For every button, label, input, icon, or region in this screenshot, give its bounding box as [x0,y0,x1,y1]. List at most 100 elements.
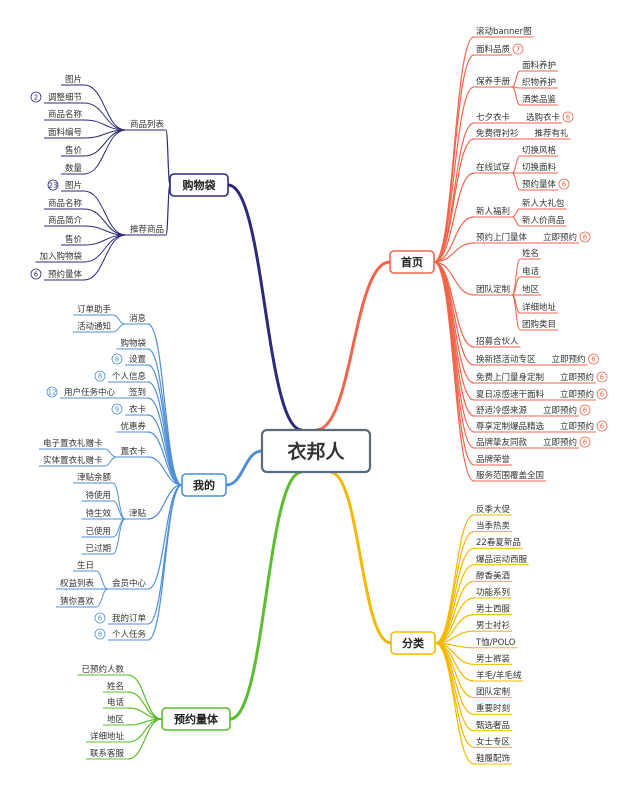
home-sub-line [511,208,521,218]
home-sub-line [511,216,521,227]
home-subitem: 电话 [522,266,540,277]
mine-node-label: 我的 [193,478,215,492]
category-item-0: 反季大促 [476,504,511,515]
badge-count: 6 [583,406,588,414]
home-item-14: 尊享定制爆品精选 [476,421,545,432]
badge-icon[interactable] [47,179,59,191]
badge-icon[interactable] [596,420,608,432]
badge-count: 6 [600,373,605,381]
booking-node[interactable] [161,707,231,731]
mine-item-1: 购物袋 [120,338,146,349]
category-node[interactable] [390,631,436,655]
home-item-15: 品牌挚友同款 [476,437,528,448]
badge-icon[interactable] [579,436,591,448]
cart-item-1: 推荐商品 [130,224,164,235]
mine-node[interactable] [181,473,227,497]
home-subitem: 立即预约 [560,372,594,383]
mine-subitem: 已过期 [85,543,111,554]
badge-icon[interactable] [562,111,574,123]
center-node[interactable] [260,428,372,474]
cart-subitem: 售价 [65,145,83,156]
home-sub-line [511,155,521,174]
mine-subitem: 实体置衣礼赠卡 [43,455,103,466]
home-subitem: 新人价商品 [522,215,565,226]
mine-subitem: 待生效 [85,508,111,519]
category-item-8: T恤/POLO [475,637,516,648]
badge-icon[interactable] [579,231,591,243]
home-item-13: 舒适冷感来源 [476,405,528,416]
badge-icon[interactable] [596,371,608,383]
category-item-line [434,531,475,644]
cart-subitem: 面料编号 [48,127,82,138]
badge-count: 8 [98,372,102,380]
home-sub-line [511,86,521,106]
badge-icon[interactable] [111,353,123,365]
badge-icon[interactable] [111,403,123,415]
home-subitem: 选购衣卡 [526,112,561,123]
booking-item-line [127,674,163,720]
badge-count: 6 [583,233,588,241]
home-item-7: 预约上门量体 [476,232,528,243]
home-subitem: 立即预约 [552,354,586,365]
cart-subitem: 加入购物袋 [39,251,82,262]
badge-icon[interactable] [596,388,608,400]
category-item-15: 鞋履配饰 [476,753,511,764]
badge-icon[interactable] [30,268,42,280]
booking-item-0: 已预约人数 [81,664,124,675]
cart-subitem: 商品名称 [48,109,83,120]
mine-item-2: 设置 [129,354,147,365]
home-item-9: 招募合伙人 [476,336,519,347]
cart-subitem: 预约量体 [48,269,83,280]
cart-branch-line [227,183,303,432]
badge-icon[interactable] [46,386,58,398]
home-subitem: 切换风格 [522,145,557,156]
mine-subitem: 权益列表 [60,578,95,589]
badge-count: 7 [516,45,520,53]
badge-icon[interactable] [30,91,42,103]
badge-icon[interactable] [94,612,106,624]
home-item-8: 团队定制 [476,284,510,295]
category-branch-line [329,470,392,645]
mine-item-5: 衣卡 [129,404,147,415]
booking-node-label: 预约量体 [174,712,219,726]
cart-sub-line [83,234,127,281]
home-subitem: 面料养护 [522,60,556,71]
cart-subitem: 售价 [65,234,83,245]
mine-sub-line [112,500,126,520]
category-item-3: 爆品运动西服 [476,554,528,565]
home-item-4: 免费得衬衫 [476,128,519,139]
mine-item-7: 置衣卡 [120,446,146,457]
mine-item-line [147,484,183,520]
home-subitem: 切换面料 [522,162,557,173]
badge-icon[interactable] [558,178,570,190]
badge-icon[interactable] [94,370,106,382]
mine-item-line [147,364,183,486]
home-subitem: 新人大礼包 [522,198,565,209]
home-subitem: 团购类目 [522,319,556,330]
mine-subitem: 猜你喜欢 [60,596,95,607]
mine-item-line [147,431,183,486]
connector-lines [35,36,597,765]
home-item-0: 滚动banner图 [476,26,532,37]
badge-count: 6 [566,113,571,121]
cart-subitem: 调整细节 [48,92,83,103]
badge-icon[interactable] [588,353,599,365]
category-item-line [434,514,475,644]
badge-count: 6 [583,438,588,446]
home-item-line [433,261,475,466]
badge-count: 6 [562,180,567,188]
badge-count: 6 [98,614,103,622]
home-subitem: 姓名 [522,248,539,259]
mine-subitem: 活动通知 [77,321,111,332]
mine-item-8: 津贴 [129,508,147,519]
booking-item-line [127,718,163,760]
category-item-line [434,642,475,682]
cart-node[interactable] [169,173,229,197]
home-node[interactable] [389,250,435,274]
badge-icon[interactable] [579,404,591,416]
mine-sub-line [104,456,117,467]
cart-subitem: 商品名称 [48,198,83,209]
badge-icon[interactable] [512,43,524,55]
home-subitem: 预约量体 [522,179,557,190]
badge-icon[interactable] [94,628,106,640]
